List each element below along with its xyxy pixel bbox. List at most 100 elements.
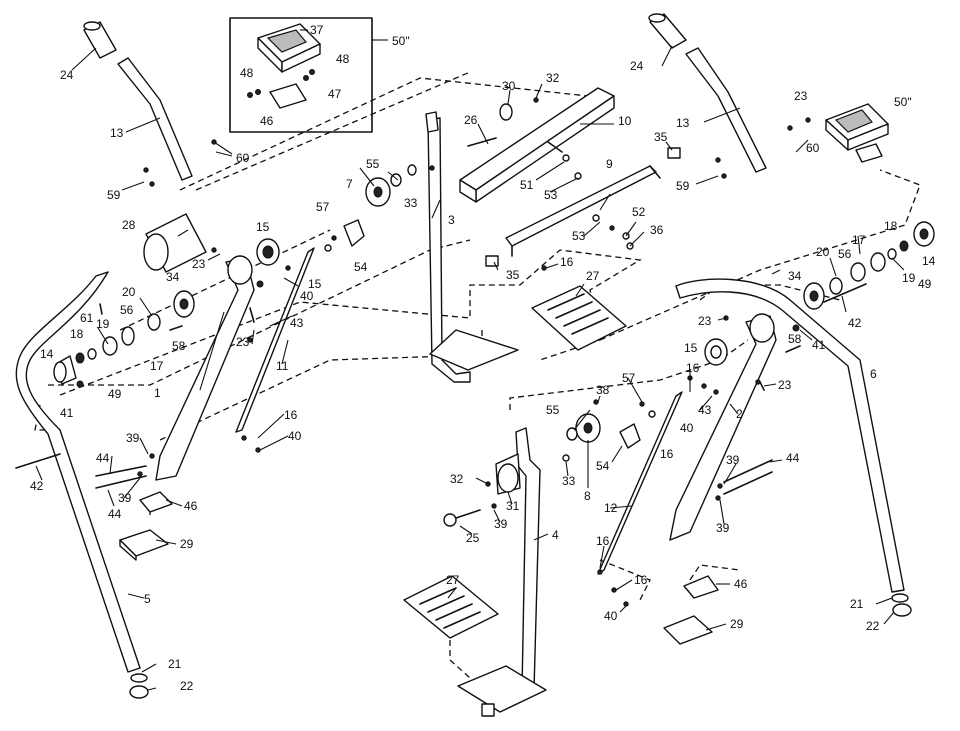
callout: 43 [698,403,712,417]
callout: 35 [506,268,520,282]
callout: 55 [366,157,380,171]
upper-arm-right [685,47,767,173]
callout: 52 [632,205,646,219]
link-bar-12 [597,391,683,575]
callout: 53 [544,188,558,202]
callout: 39 [126,431,140,445]
callout: 15 [308,277,322,291]
callout: 15 [256,220,270,234]
pedal-27-lower [403,575,499,639]
handle-grip-right-upper [648,13,687,49]
callout: 18 [70,327,84,341]
callout: 34 [788,269,802,283]
callout: 57 [316,200,330,214]
callout: 51 [520,178,534,192]
callout: 19 [902,271,916,285]
callout: 31 [506,499,520,513]
callout: 37 [310,23,324,37]
callout: 59 [107,188,121,202]
pivot-sleeve-30 [499,103,513,121]
callout: 20 [816,245,830,259]
callout: 30 [502,79,516,93]
handle-grip-left-upper [83,21,117,59]
callout: 41 [60,406,74,420]
callout: 38 [596,383,610,397]
callout: 57 [622,371,636,385]
foot-cap-29-right [663,615,713,645]
callout: 17 [150,359,164,373]
callout: 32 [450,472,464,486]
callout: 47 [328,87,342,101]
callout: 32 [546,71,560,85]
callout: 23 [192,257,206,271]
bracket-46-left [139,491,173,513]
callout: 39 [118,491,132,505]
frame-post-4 [457,427,547,717]
callout: 21 [168,657,182,671]
callout: 42 [30,479,44,493]
callout: 16 [660,447,674,461]
callout: 39 [726,453,740,467]
callout: 11 [276,359,289,373]
callout: 61 [80,311,94,325]
callout: 22 [180,679,194,693]
wheel-34-left [173,290,195,318]
callout: 10 [618,114,632,128]
wheel-34-right [803,282,825,310]
washer-stack-left [53,313,161,385]
callout: 56 [120,303,134,317]
knob-25 [443,509,481,527]
callout: 35 [654,130,668,144]
washer-stack-right [829,221,935,295]
callout: 34 [166,270,180,284]
callout: 5 [144,592,151,606]
callout: 27 [586,269,600,283]
roller-28 [143,213,207,273]
frame-upright-3 [425,111,519,383]
bracket-46-right [683,575,719,599]
callout: 40 [680,421,694,435]
callout: 18 [884,219,898,233]
callout: 24 [60,68,74,82]
callout: 39 [716,521,730,535]
callout: 59 [676,179,690,193]
callout: 29 [180,537,194,551]
callout: 13 [676,116,690,130]
callout: 54 [354,260,368,274]
callout: 2 [736,407,743,421]
callout: 9 [606,157,613,171]
callout: 44 [786,451,800,465]
arm-left-1 [155,255,255,481]
bracket-54-right [619,423,641,449]
upper-arm-left [117,57,193,181]
callout: 19 [96,317,110,331]
callout: 40 [604,609,618,623]
callout: 26 [464,113,478,127]
callout: 20 [122,285,136,299]
callout: 56 [838,247,852,261]
console-right [825,103,889,163]
callout: 23 [794,89,808,103]
console-inset-box [229,17,388,133]
callout: 3 [448,213,455,227]
callout: 23 [778,378,792,392]
callout: 24 [630,59,644,73]
callout: 33 [562,474,576,488]
callout: 58 [172,339,186,353]
callout: 7 [346,177,353,191]
callout: 46 [184,499,198,513]
callout: 16 [686,361,700,375]
callout: 17 [852,233,866,247]
callout: 46 [260,114,274,128]
callout: 16 [284,408,298,422]
callout: 14 [40,347,54,361]
callout: 41 [812,338,826,352]
callout: 16 [560,255,574,269]
callout: 40 [300,289,314,303]
callout: 33 [404,196,418,210]
callout: 60 [806,141,820,155]
callout: 23 [698,314,712,328]
callout: 44 [108,507,122,521]
callout: 49 [108,387,122,401]
callout: 28 [122,218,136,232]
